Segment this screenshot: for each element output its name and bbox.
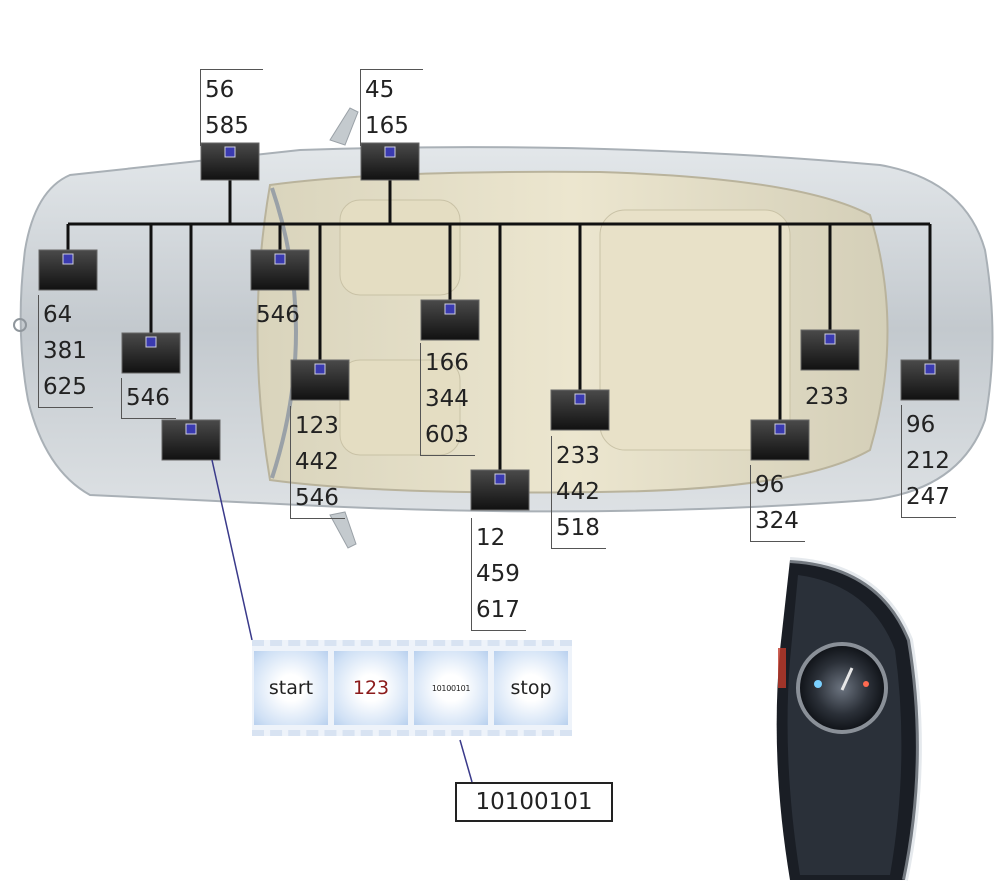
ecu-connector-n1 (62, 253, 74, 265)
seat-front-left (339, 199, 461, 296)
ecu-connector-top2 (384, 146, 396, 158)
ecu-connector-top1 (224, 146, 236, 158)
fuel-gauge-photo (776, 557, 922, 881)
binary-output-box: 10100101 (455, 782, 613, 822)
front-badge (13, 318, 27, 332)
frame-start-text: start (268, 677, 314, 699)
frame-binary-text: 10100101 (431, 683, 471, 693)
ecu-connector-n10 (824, 333, 836, 345)
ecu-label-n2: 546 (121, 378, 176, 419)
ecu-connector-n6 (444, 303, 456, 315)
frame-binary: 10100101 (414, 651, 488, 725)
ecu-modules (38, 142, 960, 511)
ecu-connector-n4 (274, 253, 286, 265)
ecu-connector-n8 (574, 393, 586, 405)
mirror-top (329, 107, 359, 146)
frame-stop-text: stop (510, 677, 552, 699)
ecu-box-n10 (800, 329, 860, 371)
ecu-connector-n11 (924, 363, 936, 375)
rear-bench (599, 209, 791, 451)
frame-value: 123 (334, 651, 408, 725)
signal-filmstrip: start 123 10100101 stop (252, 640, 572, 736)
ecu-box-n11 (900, 359, 960, 401)
ecu-connector-n7 (494, 473, 506, 485)
seat-front-right (339, 359, 461, 456)
mirror-bottom (329, 511, 357, 549)
frame-stop: stop (494, 651, 568, 725)
ecu-connector-n3 (185, 423, 197, 435)
ecu-label-n4: 546 (256, 302, 300, 328)
binary-output-text: 10100101 (475, 789, 593, 815)
frame-value-text: 123 (352, 677, 390, 699)
ecu-connector-n5 (314, 363, 326, 375)
frame-start: start (254, 651, 328, 725)
ecu-connector-n9 (774, 423, 786, 435)
ecu-box-top1 (200, 142, 260, 181)
link-line-to-output (459, 739, 473, 783)
ecu-connector-n2 (145, 336, 157, 348)
ecu-label-n10: 233 (805, 384, 849, 410)
link-line-to-filmstrip (211, 459, 253, 641)
